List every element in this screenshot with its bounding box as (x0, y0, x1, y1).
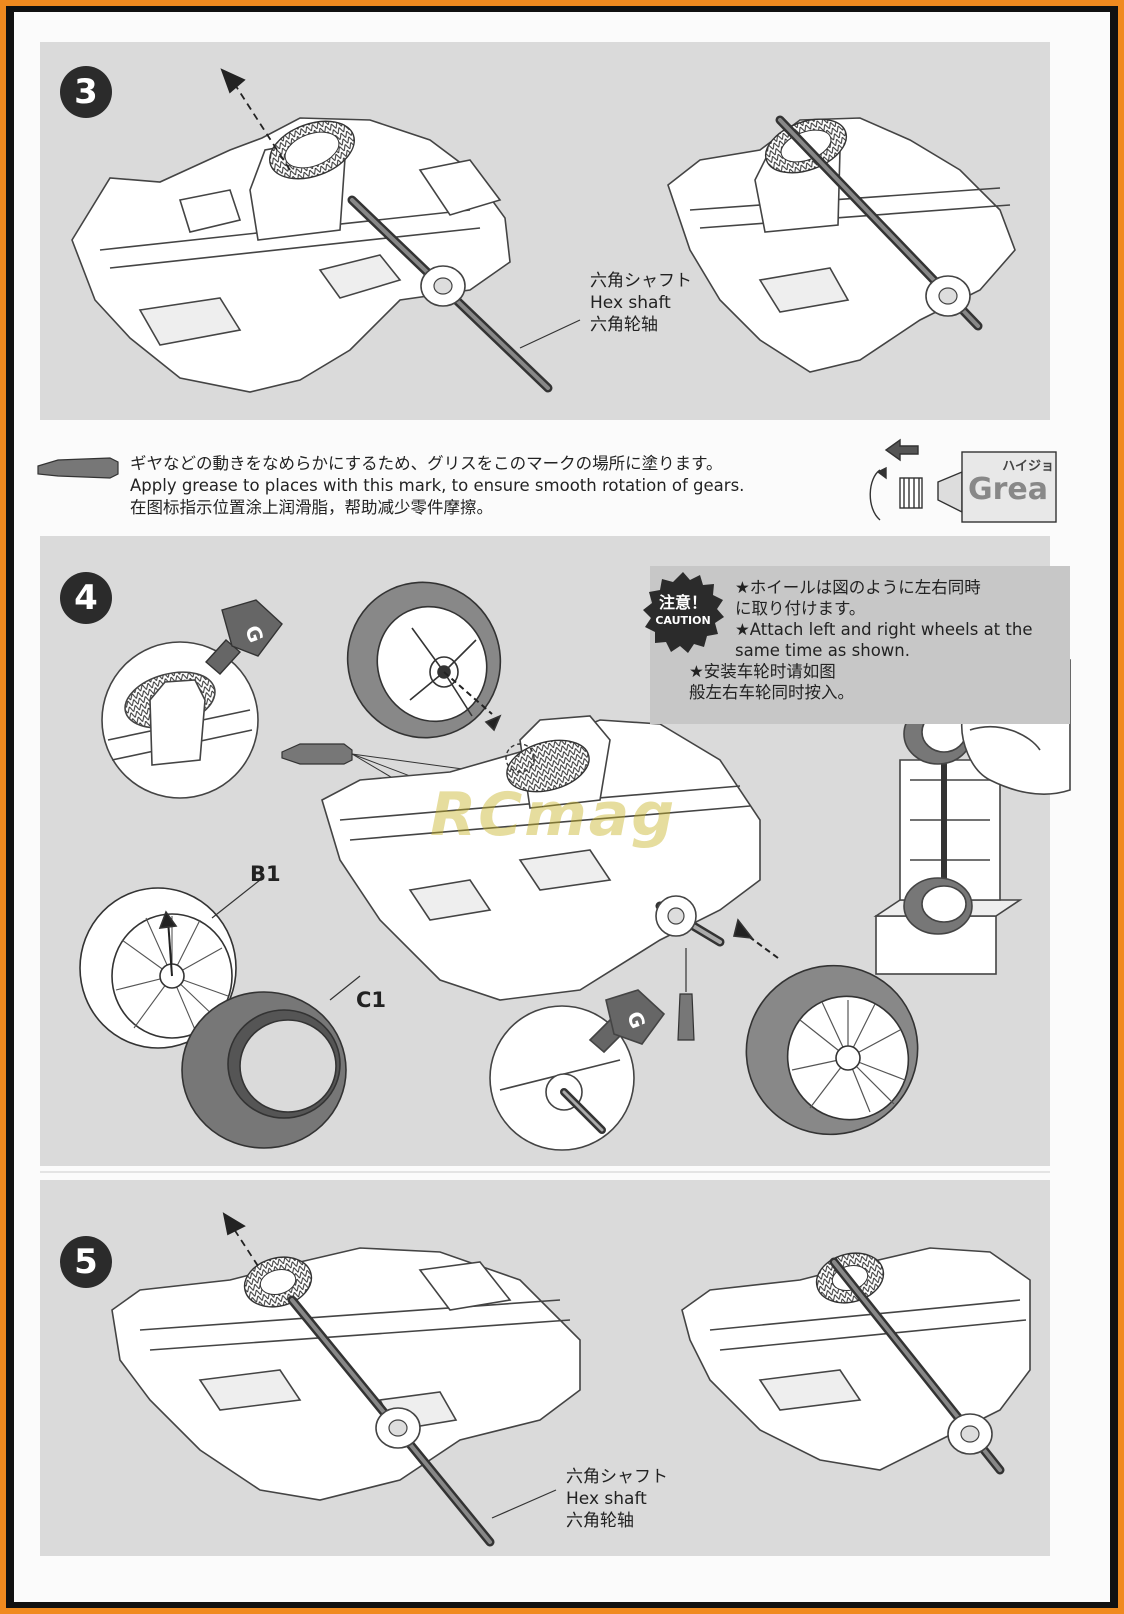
step3-shaft-right (775, 115, 983, 331)
step4-inset-axle (489, 989, 666, 1151)
caution-line-3: ★Attach left and right wheels at the (735, 620, 1033, 639)
step3-arrow-left (220, 68, 291, 171)
caution-line-6: 般左右车轮同时按入。 (689, 683, 854, 702)
caution-line-4: same time as shown. (735, 641, 910, 660)
step5-chassis-left (111, 1247, 581, 1501)
step4-badge: 4 (60, 572, 112, 624)
caution-seal-icon (643, 572, 724, 653)
step5-arrow-left (222, 1212, 259, 1267)
caution-seal-en: CAUTION (655, 614, 711, 627)
watermark: RCmag (430, 780, 677, 850)
step3-gear-left (269, 120, 355, 180)
part-label-c1: C1 (356, 988, 387, 1012)
step4-axle (655, 895, 725, 947)
step4-wheel-top (346, 581, 502, 739)
step4-tire-c1 (181, 975, 361, 1149)
step5-shaft-label: 六角シャフト Hex shaft 六角轮轴 (566, 1466, 668, 1532)
grease-tube-label-ja: ハイジョ (1002, 459, 1054, 474)
caution-seal-ja: 注意！ (658, 593, 707, 612)
step4-gear-center (505, 739, 590, 793)
step3-chassis-right (667, 117, 1016, 373)
caution-box (650, 566, 1070, 724)
part-label-b1: B1 (250, 862, 281, 886)
grease-note: ギヤなどの動きをなめらかにするため、グリスをこのマークの場所に塗ります。 App… (130, 453, 744, 519)
step5-badge: 5 (60, 1236, 112, 1288)
caution-seal-text: 注意！ CAUTION (640, 594, 726, 630)
step3-shaft-label: 六角シャフト Hex shaft 六角轮轴 (590, 270, 692, 336)
caution-line-2: に取り付けます。 (735, 599, 866, 618)
shaft-label-zh: 六角轮轴 (566, 1511, 634, 1531)
shaft-label-ja: 六角シャフト (566, 1467, 668, 1487)
step3-badge: 3 (60, 66, 112, 118)
grease-tube-label-en: Grea (968, 472, 1049, 507)
step5-gear-left (243, 1256, 313, 1308)
grease-tube-illustration (869, 438, 1057, 523)
shaft-label-en: Hex shaft (566, 1489, 647, 1509)
caution-line-5: ★安装车轮时请如图 (689, 662, 836, 681)
grease-note-ja: ギヤなどの動きをなめらかにするため、グリスをこのマークの場所に塗ります。 (130, 454, 723, 473)
step4-wheel-right (733, 918, 919, 1136)
grease-tube-label: ハイジョ Grea (968, 455, 1054, 507)
step4-grease-mark-lower (677, 948, 695, 1041)
step3-shaft-left (347, 195, 553, 393)
grease-mark-icon (37, 457, 119, 479)
caution-text: ★ホイールは図のように左右同時 に取り付けます。 ★Attach left an… (689, 577, 1065, 703)
step5-shaft-left (287, 1295, 495, 1547)
shaft-label-en: Hex shaft (590, 293, 671, 313)
step4-wheel-b1 (79, 879, 261, 1049)
step4-grease-tube-top (204, 599, 283, 675)
step4-inset-gear (101, 641, 259, 799)
grease-note-zh: 在图标指示位置涂上润滑脂，帮助减少零件摩擦。 (130, 498, 493, 517)
shaft-label-ja: 六角シャフト (590, 271, 692, 291)
step5-chassis-right (681, 1247, 1031, 1471)
step5-shaft-right (829, 1257, 1005, 1475)
caution-line-1: ★ホイールは図のように左右同時 (735, 578, 981, 597)
grease-note-en: Apply grease to places with this mark, t… (130, 476, 745, 495)
shaft-label-zh: 六角轮轴 (590, 315, 658, 335)
